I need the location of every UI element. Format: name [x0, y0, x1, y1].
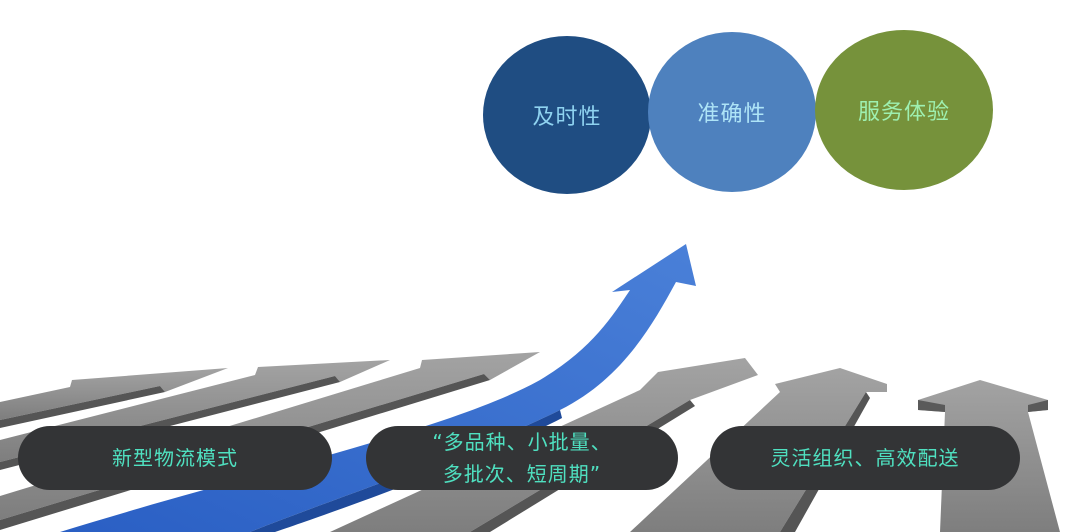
driver-text: 灵活组织、高效配送	[770, 446, 960, 470]
goal-circle-service-experience: 服务体验	[815, 30, 993, 190]
driver-text: 多批次、短周期”	[442, 462, 602, 486]
goal-circle-timeliness: 及时性	[483, 36, 651, 194]
goal-label: 准确性	[697, 102, 767, 127]
goal-label: 服务体验	[857, 100, 950, 125]
driver-pill-flexible-delivery: 灵活组织、高效配送	[710, 426, 1020, 490]
goal-circle-accuracy: 准确性	[648, 32, 816, 192]
driver-text: 新型物流模式	[112, 446, 238, 470]
gray-arrow-icon	[0, 368, 228, 428]
driver-pill-new-logistics-model: 新型物流模式	[18, 426, 332, 490]
goal-label: 及时性	[532, 105, 602, 130]
driver-pill-order-characteristics: “多品种、小批量、 多批次、短周期”	[366, 426, 678, 490]
driver-text: “多品种、小批量、	[432, 430, 612, 454]
divider	[636, 44, 664, 182]
